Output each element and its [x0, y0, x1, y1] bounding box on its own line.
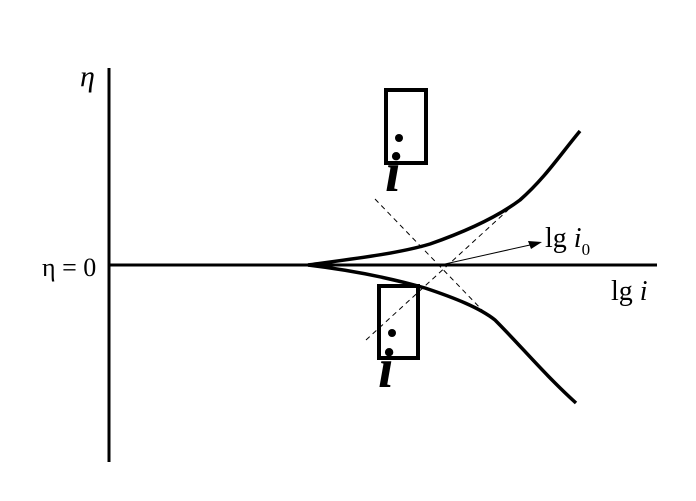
anodic-curve [307, 129, 582, 267]
lower-current-letter: i [378, 338, 394, 400]
upper-current-box [384, 88, 428, 165]
lower-current-box [377, 284, 420, 360]
upper-box-dot [395, 134, 403, 142]
eta-axis-label: η [80, 60, 95, 93]
lg-i-prefix: lg [611, 276, 640, 307]
lg-i-label: lg i [611, 276, 648, 307]
lg-i0-arrowhead [528, 241, 542, 249]
eta-zero-label: η = 0 [42, 253, 96, 282]
lower-box-dot [388, 329, 396, 337]
dashed-asymptote-lower [374, 198, 485, 313]
lg-i0-subscript: 0 [582, 240, 591, 259]
lg-i0-prefix: lg [545, 223, 574, 254]
lg-i0-label: lg i0 [545, 223, 590, 259]
lg-i0-variable: i [574, 223, 582, 254]
dashed-asymptote-upper [365, 209, 509, 341]
upper-current-letter: i [385, 142, 401, 204]
lg-i0-arrow-line [444, 244, 531, 265]
cathodic-curve [307, 263, 578, 405]
lg-i-variable: i [640, 276, 648, 307]
